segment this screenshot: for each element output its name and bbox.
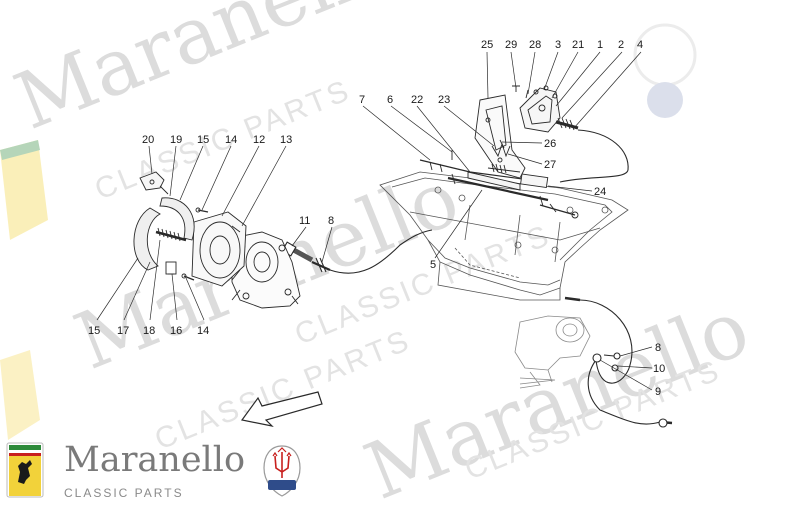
ferrari-shield-icon: [6, 442, 44, 498]
callout-1: 1: [597, 39, 603, 51]
callout-18: 18: [143, 325, 155, 337]
callout-11: 11: [299, 215, 310, 227]
callout-19: 19: [170, 134, 182, 146]
callout-26: 26: [544, 138, 556, 150]
callout-3: 3: [555, 39, 561, 51]
callout-8-left: 8: [328, 215, 334, 227]
callout-14-top: 14: [225, 134, 237, 146]
callout-15-bottom: 15: [88, 325, 100, 337]
callout-17: 17: [117, 325, 129, 337]
callout-4: 4: [637, 39, 643, 51]
ferrari-watermark-badge-2: [0, 350, 40, 440]
brand-footer: Maranello CLASSIC PARTS: [6, 440, 306, 502]
callout-2: 2: [618, 39, 624, 51]
equaliser-cable-assembly: [419, 142, 579, 219]
brand-tagline: CLASSIC PARTS: [64, 486, 184, 500]
rear-cable-assembly: [564, 296, 673, 428]
callout-29: 29: [505, 39, 517, 51]
callout-9: 9: [655, 386, 661, 398]
callout-14-bottom: 14: [197, 325, 209, 337]
rear-knuckle-ghost: [514, 315, 591, 389]
callout-6: 6: [387, 94, 393, 106]
callout-10: 10: [653, 363, 665, 375]
callout-25: 25: [481, 39, 493, 51]
watermark-brand-1: Maranello: [3, 0, 411, 148]
callout-7: 7: [359, 94, 365, 106]
callout-22: 22: [411, 94, 423, 106]
callout-labels: 25 29 28 3 21 1 2 4 7 6 22 23 26 27 24 5…: [88, 39, 665, 398]
callout-5: 5: [430, 259, 436, 271]
callout-28: 28: [529, 39, 541, 51]
callout-13: 13: [280, 134, 292, 146]
callout-8-right: 8: [655, 342, 661, 354]
brand-name: Maranello: [64, 440, 246, 480]
callout-20: 20: [142, 134, 154, 146]
handbrake-lever-assembly: [474, 85, 629, 183]
callout-23: 23: [438, 94, 450, 106]
maserati-trident-icon: [263, 445, 301, 497]
ferrari-watermark-badge-1: [0, 140, 48, 240]
callout-27: 27: [544, 159, 556, 171]
maserati-watermark-badge: [633, 23, 697, 118]
callout-12: 12: [253, 134, 265, 146]
arrow-down-left-icon: [240, 391, 323, 427]
leader-lines: [96, 51, 653, 391]
watermark-layer: Maranello CLASSIC PARTS Maranello CLASSI…: [3, 0, 761, 505]
callout-24: 24: [594, 186, 606, 198]
hub-brake-assembly: [133, 171, 301, 309]
callout-21: 21: [572, 39, 584, 51]
callout-15-top: 15: [197, 134, 209, 146]
callout-16: 16: [170, 325, 182, 337]
